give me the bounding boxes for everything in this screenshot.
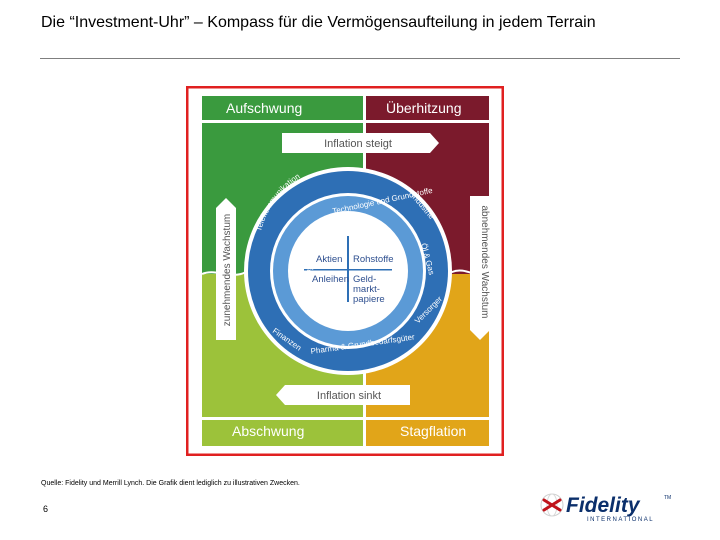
asset-commodities: Rohstoffe xyxy=(353,254,394,265)
asset-money-market-2: markt- xyxy=(353,284,380,295)
label-abschwung: Abschwung xyxy=(232,423,304,439)
fidelity-international: INTERNATIONAL xyxy=(587,517,654,523)
asset-stocks: Aktien xyxy=(316,254,342,265)
inflation-rises-label: Inflation steigt xyxy=(324,138,392,150)
label-ueberhitzung: Überhitzung xyxy=(386,99,462,116)
page-title: Die “Investment-Uhr” – Kompass für die V… xyxy=(41,14,596,31)
fidelity-globe-icon xyxy=(540,493,564,517)
asset-money-market-1: Geld- xyxy=(353,274,376,285)
page-number: 6 xyxy=(43,504,49,514)
fidelity-wordmark: Fidelity xyxy=(566,494,641,517)
fidelity-trademark: TM xyxy=(664,495,671,501)
growth-increase-arrow xyxy=(216,198,236,340)
clock-center-h-divider xyxy=(304,269,392,271)
investment-clock-diagram: Aufschwung Überhitzung Abschwung Stagfla… xyxy=(186,86,504,456)
inflation-rises-arrow xyxy=(282,133,439,153)
asset-money-market-3: papiere xyxy=(353,294,385,305)
inflation-falls-label: Inflation sinkt xyxy=(317,390,381,402)
label-aufschwung: Aufschwung xyxy=(226,100,302,116)
header-divider xyxy=(202,120,489,123)
fidelity-logo: Fidelity TM INTERNATIONAL xyxy=(540,493,671,523)
growth-decrease-arrow xyxy=(470,196,490,340)
title-divider xyxy=(40,58,680,59)
growth-decrease-label: abnehmendes Wachstum xyxy=(479,205,490,318)
growth-increase-label: zunehmendes Wachstum xyxy=(222,214,233,326)
footer-divider xyxy=(202,417,489,420)
asset-bonds: Anleihen xyxy=(312,274,349,285)
inflation-falls-arrow xyxy=(276,385,410,405)
source-note: Quelle: Fidelity und Merrill Lynch. Die … xyxy=(41,480,300,487)
label-stagflation: Stagflation xyxy=(400,423,466,439)
